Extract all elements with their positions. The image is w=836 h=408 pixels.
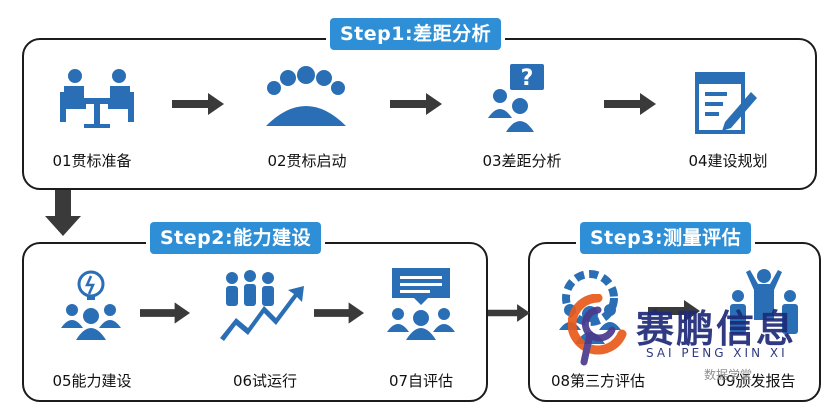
brand-name: 赛鹏信息 — [636, 307, 797, 351]
arrow-01-02 — [172, 93, 224, 115]
brand-pinyin: SAI PENG XIN XI — [646, 346, 788, 360]
arrow-05-06 — [140, 302, 190, 324]
meeting-table-icon — [60, 69, 134, 128]
step1-badge: Step1:差距分析 — [330, 18, 502, 50]
step2-badge: Step2:能力建设 — [150, 222, 322, 254]
node-label-02: 02贯标启动 — [267, 152, 347, 170]
arrow-down-step2 — [45, 190, 81, 236]
wechat-account: 数据学堂 — [704, 368, 753, 382]
document-pencil-icon — [695, 72, 757, 134]
arrow-02-03 — [390, 93, 442, 115]
team-group-icon — [266, 66, 346, 126]
step3-badge: Step3:测量评估 — [580, 222, 752, 254]
node-label-07: 07自评估 — [388, 372, 454, 390]
arrow-08-09 — [648, 300, 700, 322]
growth-chart-people-icon — [220, 270, 304, 341]
node-label-01: 01贯标准备 — [52, 152, 132, 170]
arrow-07-08 — [488, 304, 530, 322]
brand-logo-icon — [568, 294, 627, 366]
question-person-icon: ? — [488, 64, 544, 132]
speech-team-icon — [387, 268, 455, 340]
node-label-03: 03差距分析 — [482, 152, 562, 170]
node-label-04: 04建设规划 — [688, 152, 768, 170]
lightbulb-team-icon — [61, 270, 121, 340]
brand-watermark: 赛鹏信息 SAI PENG XIN XI 数据学堂 — [568, 286, 818, 386]
node-label-05: 05能力建设 — [52, 372, 132, 390]
node-label-08: 08第三方评估 — [550, 372, 646, 390]
award-people-icon — [730, 269, 798, 334]
arrow-03-04 — [604, 93, 656, 115]
node-label-06: 06试运行 — [232, 372, 298, 390]
arrow-06-07 — [314, 302, 364, 324]
node-label-09: 09颁发报告 — [716, 372, 796, 390]
svg-text:?: ? — [521, 66, 534, 91]
